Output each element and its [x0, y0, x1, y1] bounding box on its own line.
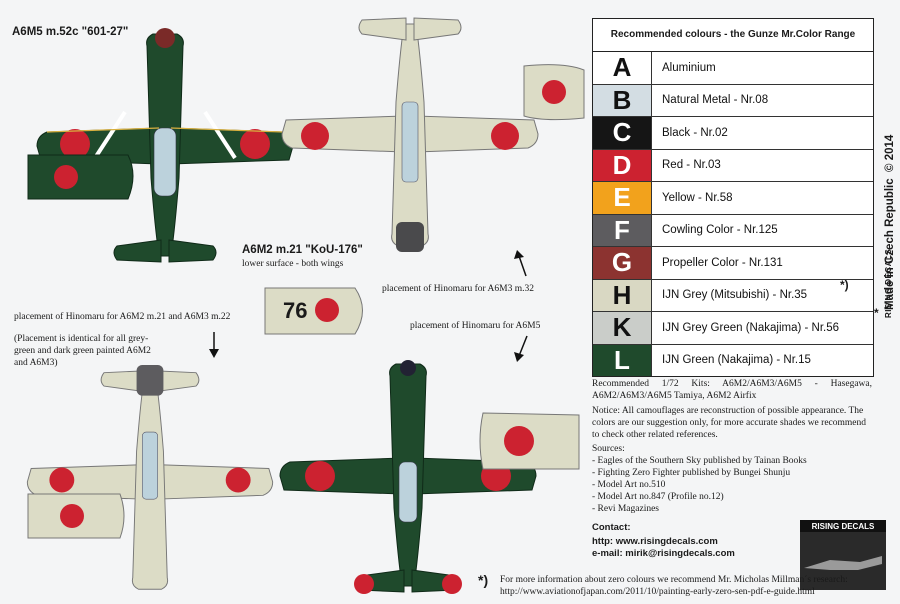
title-a6m2: A6M2 m.21 "KoU-176" [242, 244, 363, 256]
plane-a6m5-top [36, 28, 294, 263]
color-name: Red - Nr.03 [662, 159, 721, 172]
svg-text:RISING DECALS: RISING DECALS [812, 522, 875, 531]
color-name: IJN Grey (Mitsubishi) - Nr.35 [662, 289, 808, 302]
color-name: IJN Grey Green (Nakajima) - Nr.56 [662, 321, 840, 334]
color-row: B Natural Metal - Nr.08 [593, 84, 873, 117]
footnote-star-h: *) [840, 278, 849, 292]
color-swatch: A [593, 52, 652, 84]
wingtip-a6m5-grey [479, 412, 580, 470]
plane-a6m5-top-2 [279, 360, 537, 594]
color-swatch: L [593, 344, 652, 376]
color-name: Natural Metal - Nr.08 [662, 94, 769, 107]
color-swatch: G [593, 247, 652, 279]
color-row: G Propeller Color - Nr.131 [593, 247, 873, 280]
color-swatch: B [593, 84, 652, 116]
color-row: C Black - Nr.02 [593, 117, 873, 150]
rising-decals-logo: RISING DECALS [800, 520, 886, 590]
wingtip-a6m5-green [27, 154, 134, 200]
plane-a6m2-bottom-2 [26, 365, 274, 590]
color-swatch: C [593, 117, 652, 149]
placement-a6m2-a6m3: placement of Hinomaru for A6M2 m.21 and … [14, 312, 231, 322]
color-row: D Red - Nr.03 [593, 149, 873, 182]
notice: Notice: All camouflages are reconstructi… [592, 406, 866, 440]
source-item: - Revi Magazines [592, 504, 660, 514]
source-item: - Model Art no.510 [592, 480, 666, 490]
source-item: - Fighting Zero Fighter published by Bun… [592, 468, 791, 478]
source-item: - Eagles of the Southern Sky published b… [592, 456, 807, 466]
arrow-diag-icon [514, 335, 528, 362]
color-name: Propeller Color - Nr.131 [662, 256, 783, 269]
title-a6m5: A6M5 m.52c "601-27" [12, 26, 129, 38]
color-name: IJN Green (Nakajima) - Nr.15 [662, 354, 811, 367]
placement-identical-note: (Placement is identical for all grey-gre… [14, 334, 151, 368]
color-row: L IJN Green (Nakajima) - Nr.15 [593, 344, 873, 376]
color-swatch: E [593, 182, 652, 214]
placement-a6m3-m32: placement of Hinomaru for A6M3 m.32 [382, 284, 534, 294]
copyright-label: © 2014 [884, 134, 896, 172]
color-row: E Yellow - Nr.58 [593, 182, 873, 215]
footnote-star-k: * [874, 306, 879, 320]
footnote-text: For more information about zero colours … [500, 575, 848, 585]
color-table: Recommended colours - the Gunze Mr.Color… [592, 18, 874, 377]
arrow-down-icon [209, 332, 219, 358]
sources-list: - Eagles of the Southern Sky published b… [592, 455, 807, 515]
color-swatch: H [593, 279, 652, 311]
color-swatch: D [593, 149, 652, 181]
color-name: Aluminium [662, 61, 716, 74]
footnote-marker: *) [478, 572, 489, 588]
wingtip-a6m3-grey [523, 64, 585, 121]
wingtip-a6m2-grey [27, 493, 125, 539]
color-table-header: Recommended colours - the Gunze Mr.Color… [593, 19, 873, 52]
contact-title: Contact: [592, 522, 631, 533]
color-name: Black - Nr.02 [662, 126, 728, 139]
tail-code: 76 [283, 298, 308, 323]
sources-title: Sources: [592, 444, 625, 454]
color-row: K IJN Grey Green (Nakajima) - Nr.56 [593, 312, 873, 345]
wingtip-tail-76 [264, 287, 363, 335]
brand-vertical: RISING DECALS [884, 248, 893, 318]
color-row: H IJN Grey (Mitsubishi) - Nr.35 [593, 279, 873, 312]
color-name: Yellow - Nr.58 [662, 191, 733, 204]
color-row: F Cowling Color - Nr.125 [593, 214, 873, 247]
kits-note: Recommended 1/72 Kits: A6M2/A6M3/A6M5 - … [592, 379, 872, 401]
placement-a6m5: placement of Hinomaru for A6M5 [410, 321, 541, 331]
color-name: Cowling Color - Nr.125 [662, 224, 778, 237]
lower-surface-note: lower surface - both wings [242, 259, 344, 269]
color-swatch: K [593, 312, 652, 344]
plane-a6m2-bottom [281, 17, 539, 252]
contact-link[interactable]: http: www.risingdecals.com [592, 536, 718, 547]
source-item: - Model Art no.847 (Profile no.12) [592, 492, 724, 502]
contact-email[interactable]: e-mail: mirik@risingdecals.com [592, 548, 735, 559]
footnote-url[interactable]: http://www.aviationofjapan.com/2011/10/p… [500, 587, 815, 597]
arrow-up-icon [514, 250, 527, 277]
color-row: A Aluminium [593, 52, 873, 85]
color-swatch: F [593, 214, 652, 246]
